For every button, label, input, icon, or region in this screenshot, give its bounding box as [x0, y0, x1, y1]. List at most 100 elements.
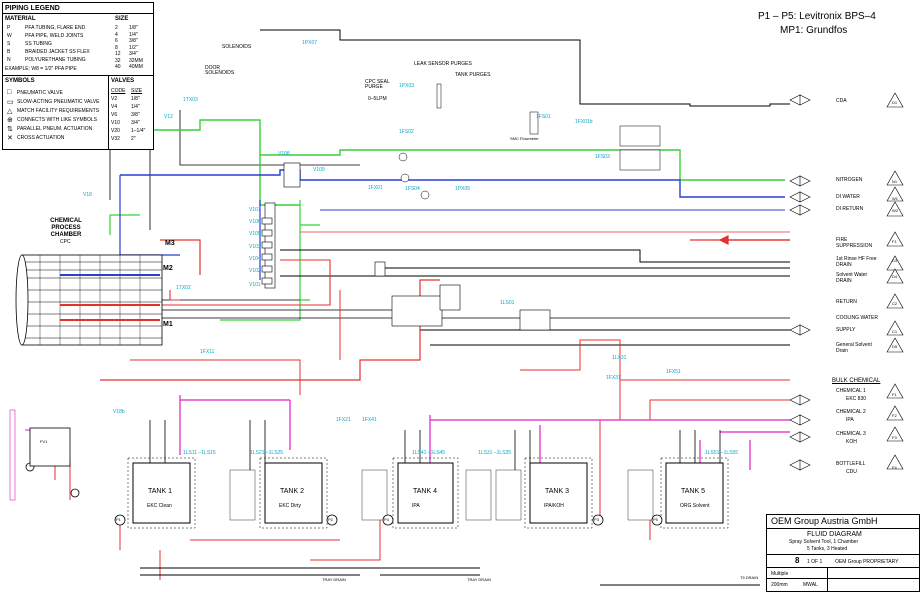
- legend-size-code: 40: [115, 64, 121, 70]
- tag-1fx41: 1FX41: [362, 417, 377, 423]
- legend-symbol-label: CROSS ACTUATION: [17, 135, 65, 141]
- tag-1fx51: 1FX51: [666, 369, 681, 375]
- tank-name: TANK 2: [280, 488, 304, 495]
- drain-t5: T5 DRAIN: [740, 575, 759, 580]
- right-line-icon: W1: [892, 196, 898, 201]
- legend-symbol-label: MATCH FACILITY REQUIREMENTS: [17, 108, 100, 114]
- pump-header: P1 – P5: Levitronix BPS–4: [758, 11, 876, 22]
- tank-name: TANK 3: [545, 488, 569, 495]
- legend-size-val: 1/8": [129, 25, 138, 31]
- tag-1ls01: 1LS01: [500, 300, 515, 306]
- bulk-name: CHEMICAL 2: [836, 409, 866, 415]
- title-size: 200mm: [771, 582, 788, 588]
- right-line-icon: N1: [892, 179, 898, 184]
- bulk-sub: IPA: [846, 417, 854, 423]
- right-line-label: FIRE SUPPRESSION: [836, 237, 873, 249]
- mp-header: MP1: Grundfos: [780, 25, 848, 36]
- legend-valve-size-header: SIZE: [131, 88, 143, 94]
- legend-symbol-label: PNEUMATIC VALVE: [17, 90, 63, 96]
- bulk-icon: F3: [892, 435, 897, 440]
- title-company: OEM Group Austria GmbH: [771, 516, 878, 526]
- valve-label: V106: [249, 219, 261, 225]
- right-line-icon: D3: [892, 258, 898, 263]
- legend-valve-size: 2": [131, 136, 136, 142]
- tank-name: TANK 5: [681, 488, 705, 495]
- right-line-label: 1st Rinse HF Free DRAIN: [836, 256, 877, 268]
- label-smc: SMC Flowmeter: [510, 136, 539, 141]
- level-sensor-label: 1LS21 –1LS25: [250, 450, 284, 456]
- legend-symbol-label: SLOW-ACTING PNEUMATIC VALVE: [17, 99, 100, 105]
- drain-tray-2: TRAY DRAIN: [467, 577, 491, 582]
- legend-size-code: 8: [115, 44, 118, 51]
- right-line-label: SUPPLY: [836, 327, 856, 333]
- tank-chem: IPA: [412, 503, 420, 509]
- title-proprietary: OEM Group PROPRIETARY: [835, 559, 899, 565]
- tag-1tx02: 1TX02: [176, 285, 191, 291]
- legend-size-val: 3/8": [129, 38, 138, 44]
- tank-chem: ORG Solvent: [680, 503, 710, 509]
- right-line-label: DI RETURN: [836, 206, 864, 212]
- legend-valve-size: 1/8": [131, 96, 140, 102]
- tag-1px05: 1PX05: [455, 186, 471, 192]
- legend-valve-code: V10: [111, 120, 120, 126]
- legend-valve-code: V2: [111, 96, 118, 102]
- legend-size-val: 1/2": [129, 44, 138, 51]
- label-v109: V109: [313, 167, 325, 173]
- tag-1px07: 1PX07: [302, 40, 318, 46]
- process-chamber-shape: [15, 254, 163, 346]
- legend-size-code: 12: [115, 51, 121, 57]
- bulk-sub: CDU: [846, 469, 857, 475]
- bulk-icon: F2: [892, 413, 897, 418]
- chamber-m2: M2: [163, 265, 173, 272]
- title-sheet: 8: [795, 556, 800, 565]
- legend-valves-header: VALVES: [111, 78, 135, 84]
- tag-v12: V12: [164, 114, 173, 120]
- pump-label: P3: [594, 517, 599, 522]
- tag-1fx21: 1FX21: [336, 417, 351, 423]
- tag-v18: V18: [83, 192, 92, 198]
- pump-label: P5: [653, 517, 658, 522]
- legend-size-code: 32: [115, 57, 121, 64]
- tank-chem: EKC Clean: [147, 503, 172, 509]
- label-leak-sensor: LEAK SENSOR PURGES: [414, 61, 472, 67]
- tag-1fs04: 1FS04: [405, 186, 420, 192]
- legend-valve-code: V4: [111, 104, 118, 110]
- legend-material-code: S: [7, 41, 11, 47]
- legend-size-code: 6: [115, 38, 118, 44]
- right-line-label: Solvent Water DRAIN: [836, 272, 868, 284]
- legend-material-desc: BRAIDED JACKET SS FLEX: [25, 49, 90, 55]
- pump-label: P2: [328, 517, 333, 522]
- level-sensor-label: 1LS41 –1LS45: [412, 450, 446, 456]
- legend-material-desc: SS TUBING: [25, 41, 52, 47]
- title-drawn: MWAL: [803, 582, 818, 588]
- bulk-name: CHEMICAL 3: [836, 431, 866, 437]
- right-line-icon: C2: [892, 301, 898, 306]
- valve-label: V102: [249, 268, 261, 274]
- right-line-icon: D1: [892, 100, 898, 105]
- legend-title: PIPING LEGEND: [5, 5, 60, 12]
- valve-label: V104: [249, 256, 261, 262]
- title-line3: 5 Tanks, 3 Heated: [807, 546, 848, 552]
- label-v108: V108: [278, 151, 290, 157]
- right-line-label: NITROGEN: [836, 177, 863, 183]
- title-line2: Spray Solvent Tool, 1 Chamber: [789, 539, 859, 545]
- right-line-icon: C1: [892, 329, 898, 334]
- chamber-sub: CPC: [60, 239, 71, 245]
- legend-valve-code: V32: [111, 136, 120, 142]
- legend-symbols-header: SYMBOLS: [5, 78, 35, 84]
- bulk-icon: F1: [892, 392, 897, 397]
- tank-name: TANK 1: [148, 488, 172, 495]
- legend-valve-code: V6: [111, 112, 118, 118]
- legend-size-val: 1/4": [129, 31, 138, 38]
- label-tank-purges: TANK PURGES: [455, 72, 491, 78]
- legend-symbol-icon: △: [7, 108, 13, 115]
- right-line-label: CDA: [836, 98, 847, 104]
- right-line-icon: F1: [892, 239, 897, 244]
- tag-v18b: V18b: [113, 409, 125, 415]
- legend-valve-size: 1/4": [131, 104, 140, 110]
- legend-material-code: B: [7, 49, 11, 55]
- right-line-icon: W2: [892, 208, 898, 213]
- legend-example: EXAMPLE: W8 = 1/2" PFA PIPE: [5, 66, 77, 72]
- legend-size-code: 2: [115, 25, 118, 31]
- tank-name: TANK 4: [413, 488, 437, 495]
